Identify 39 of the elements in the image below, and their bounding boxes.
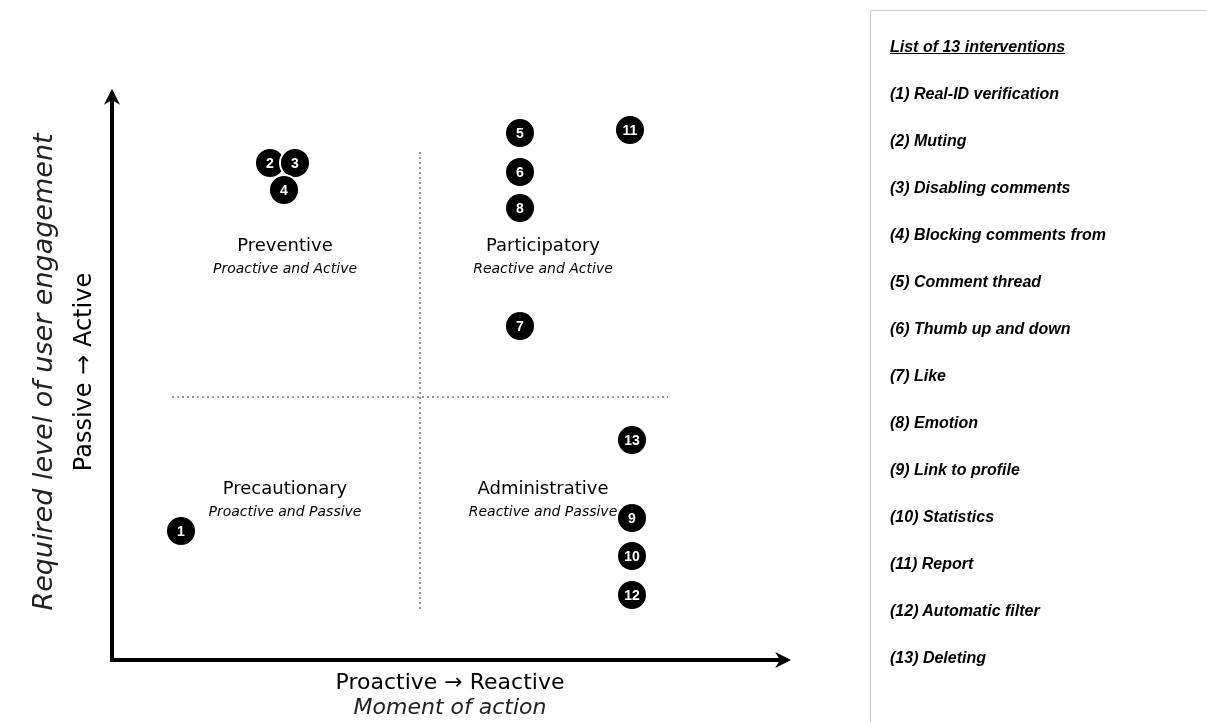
- quadrant-title: Participatory: [486, 233, 600, 255]
- numbered-marker: 10: [616, 540, 648, 572]
- list-item: (12) Automatic filter: [890, 602, 1040, 620]
- numbered-marker: 9: [616, 502, 648, 534]
- list-item: (3) Disabling comments: [890, 179, 1071, 197]
- axis-title: Required level of user engagement: [26, 133, 58, 611]
- numbered-marker: 7: [504, 310, 536, 342]
- numbered-marker: 1: [165, 515, 197, 547]
- numbered-marker: 8: [504, 192, 536, 224]
- axis-title: Moment of action: [353, 693, 547, 719]
- list-item: (2) Muting: [890, 132, 967, 150]
- quadrant-subtitle: Reactive and Passive: [468, 503, 618, 519]
- numbered-marker: 13: [616, 424, 648, 456]
- numbered-marker: 12: [616, 579, 648, 611]
- numbered-marker: 4: [268, 174, 300, 206]
- list-heading: List of 13 interventions: [890, 38, 1066, 56]
- numbered-marker: 5: [504, 117, 536, 149]
- list-item: (9) Link to profile: [890, 461, 1020, 479]
- list-item: (1) Real-ID verification: [890, 85, 1059, 103]
- list-item: (13) Deleting: [890, 649, 986, 667]
- quadrant-subtitle: Reactive and Active: [473, 260, 613, 276]
- numbered-marker: 6: [504, 156, 536, 188]
- list-item: (11) Report: [890, 555, 974, 573]
- numbered-marker: 3: [279, 147, 311, 179]
- axis-title: Proactive → Reactive: [335, 668, 565, 694]
- legend-panel: [870, 10, 1207, 722]
- quadrant-subtitle: Proactive and Passive: [208, 503, 362, 519]
- axis-title: Passive → Active: [69, 272, 97, 472]
- list-item: (8) Emotion: [890, 414, 978, 432]
- numbered-marker: 11: [614, 114, 646, 146]
- list-item: (4) Blocking comments from: [890, 226, 1107, 244]
- list-item: (10) Statistics: [890, 508, 995, 526]
- quadrant-title: Precautionary: [222, 476, 348, 498]
- list-item: (7) Like: [890, 367, 946, 385]
- quadrant-title: Preventive: [237, 233, 333, 255]
- quadrant-subtitle: Proactive and Active: [212, 260, 358, 276]
- quadrant-title: Administrative: [477, 476, 609, 498]
- list-item: (5) Comment thread: [890, 273, 1042, 291]
- list-item: (6) Thumb up and down: [890, 320, 1071, 338]
